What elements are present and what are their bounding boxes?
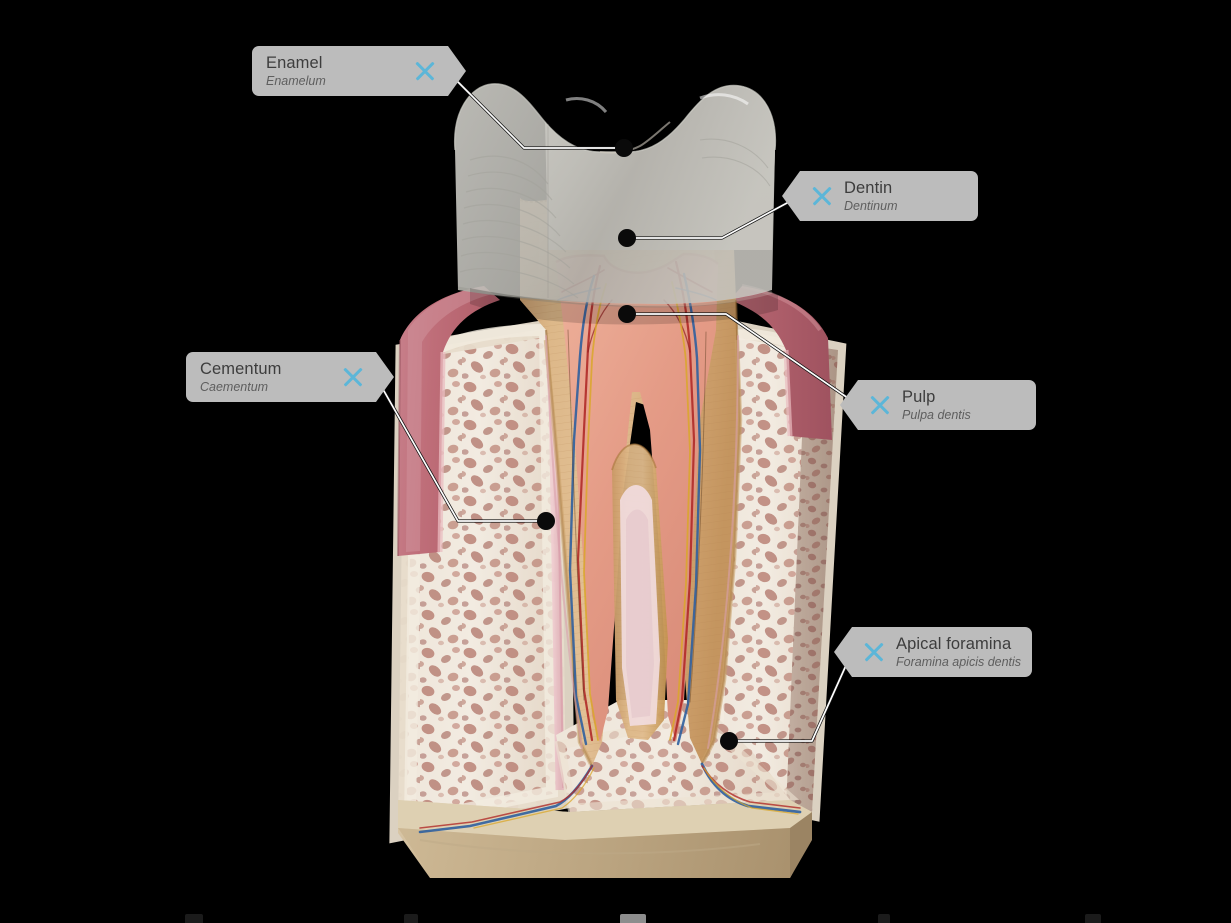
close-icon[interactable] <box>861 639 887 665</box>
toolbar-chip-0[interactable] <box>185 914 203 923</box>
label-cementum-term: Cementum <box>200 360 282 379</box>
label-cementum-text: Cementum Caementum <box>200 360 282 393</box>
label-enamel-text: Enamel Enamelum <box>266 54 326 87</box>
label-dentin-text: Dentin Dentinum <box>844 179 898 212</box>
label-pulp[interactable]: Pulp Pulpa dentis <box>840 380 1036 430</box>
toolbar-chip-1[interactable] <box>404 914 418 923</box>
label-dentin-term: Dentin <box>844 179 893 198</box>
viewer-toolbar-edge[interactable] <box>0 907 1231 923</box>
label-apical-foramina-term: Apical foramina <box>896 635 1012 654</box>
label-cementum[interactable]: Cementum Caementum <box>186 352 394 402</box>
toolbar-chip-2[interactable] <box>620 914 646 923</box>
close-icon[interactable] <box>412 58 438 84</box>
label-dentin[interactable]: Dentin Dentinum <box>782 171 978 221</box>
cortical-bone-base <box>398 800 812 878</box>
label-dentin-latin: Dentinum <box>844 198 898 213</box>
toolbar-chip-3[interactable] <box>878 914 890 923</box>
label-enamel[interactable]: Enamel Enamelum <box>252 46 466 96</box>
label-apical-foramina[interactable]: Apical foramina Foramina apicis dentis <box>834 627 1032 677</box>
cementum-layer <box>543 339 743 766</box>
enamel-crown <box>454 83 777 308</box>
label-apical-foramina-latin: Foramina apicis dentis <box>896 654 1022 669</box>
label-enamel-term: Enamel <box>266 54 323 73</box>
cancellous-bone-interradicular <box>554 700 800 813</box>
label-pulp-text: Pulp Pulpa dentis <box>902 388 971 421</box>
label-enamel-latin: Enamelum <box>266 73 326 88</box>
close-icon[interactable] <box>340 364 366 390</box>
close-icon[interactable] <box>867 392 893 418</box>
label-pulp-term: Pulp <box>902 388 936 407</box>
toolbar-chip-4[interactable] <box>1085 914 1101 923</box>
label-pulp-latin: Pulpa dentis <box>902 407 971 422</box>
label-apical-foramina-text: Apical foramina Foramina apicis dentis <box>896 635 1021 668</box>
label-cementum-latin: Caementum <box>200 379 269 394</box>
close-icon[interactable] <box>809 183 835 209</box>
